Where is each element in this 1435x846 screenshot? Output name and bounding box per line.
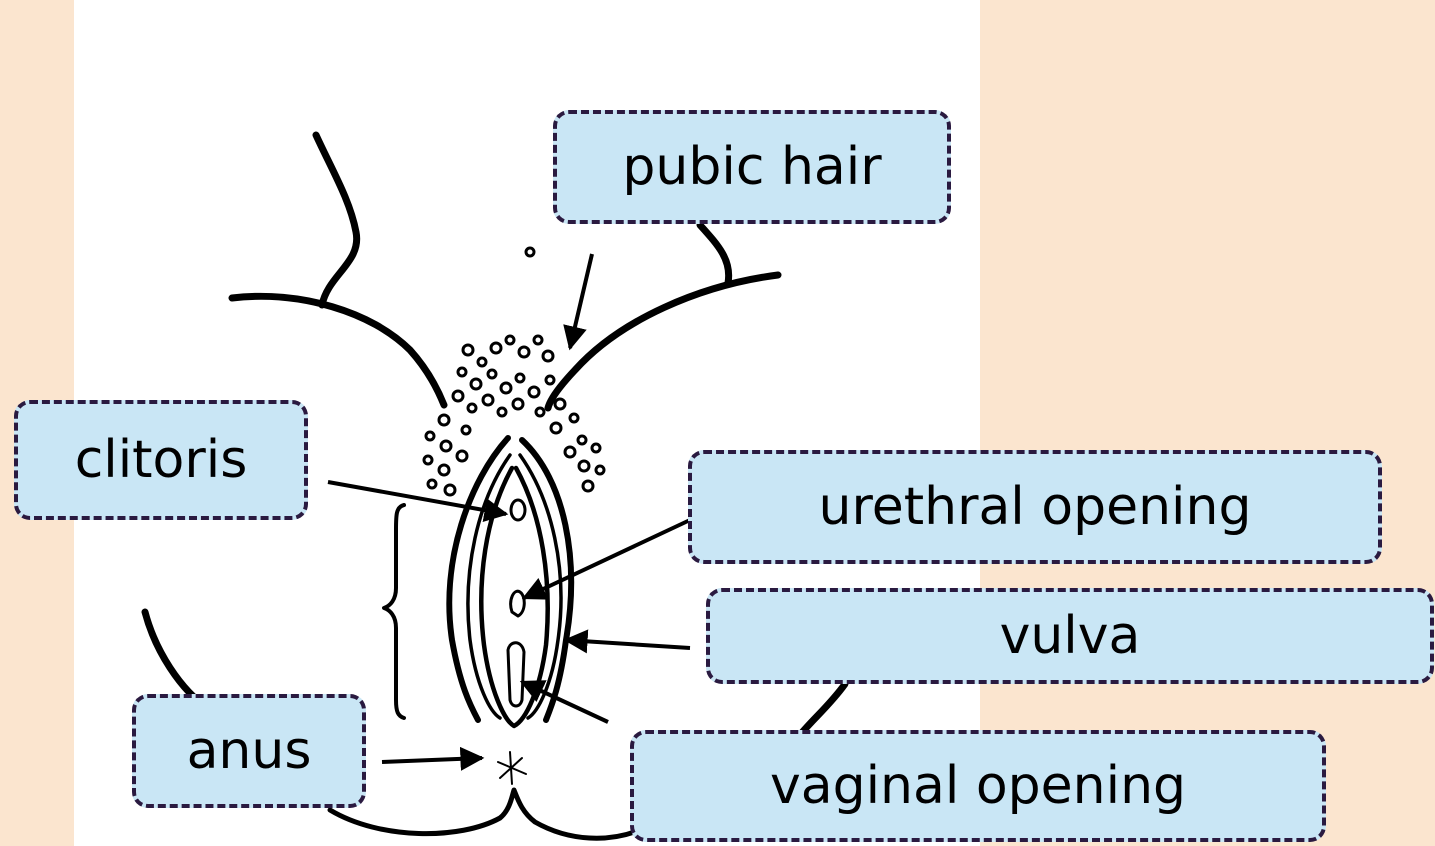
- label-clitoris-text: clitoris: [75, 434, 248, 486]
- label-anus-text: anus: [187, 725, 312, 777]
- label-anus[interactable]: anus: [132, 694, 366, 808]
- label-vaginal-opening-text: vaginal opening: [770, 760, 1186, 812]
- label-urethral-opening[interactable]: urethral opening: [688, 450, 1382, 564]
- label-vaginal-opening[interactable]: vaginal opening: [630, 730, 1326, 842]
- label-urethral-opening-text: urethral opening: [819, 481, 1252, 533]
- label-vulva[interactable]: vulva: [706, 588, 1434, 684]
- label-vulva-text: vulva: [1000, 610, 1141, 662]
- label-pubic-hair[interactable]: pubic hair: [553, 110, 951, 224]
- label-clitoris[interactable]: clitoris: [14, 400, 308, 520]
- label-pubic-hair-text: pubic hair: [622, 141, 881, 193]
